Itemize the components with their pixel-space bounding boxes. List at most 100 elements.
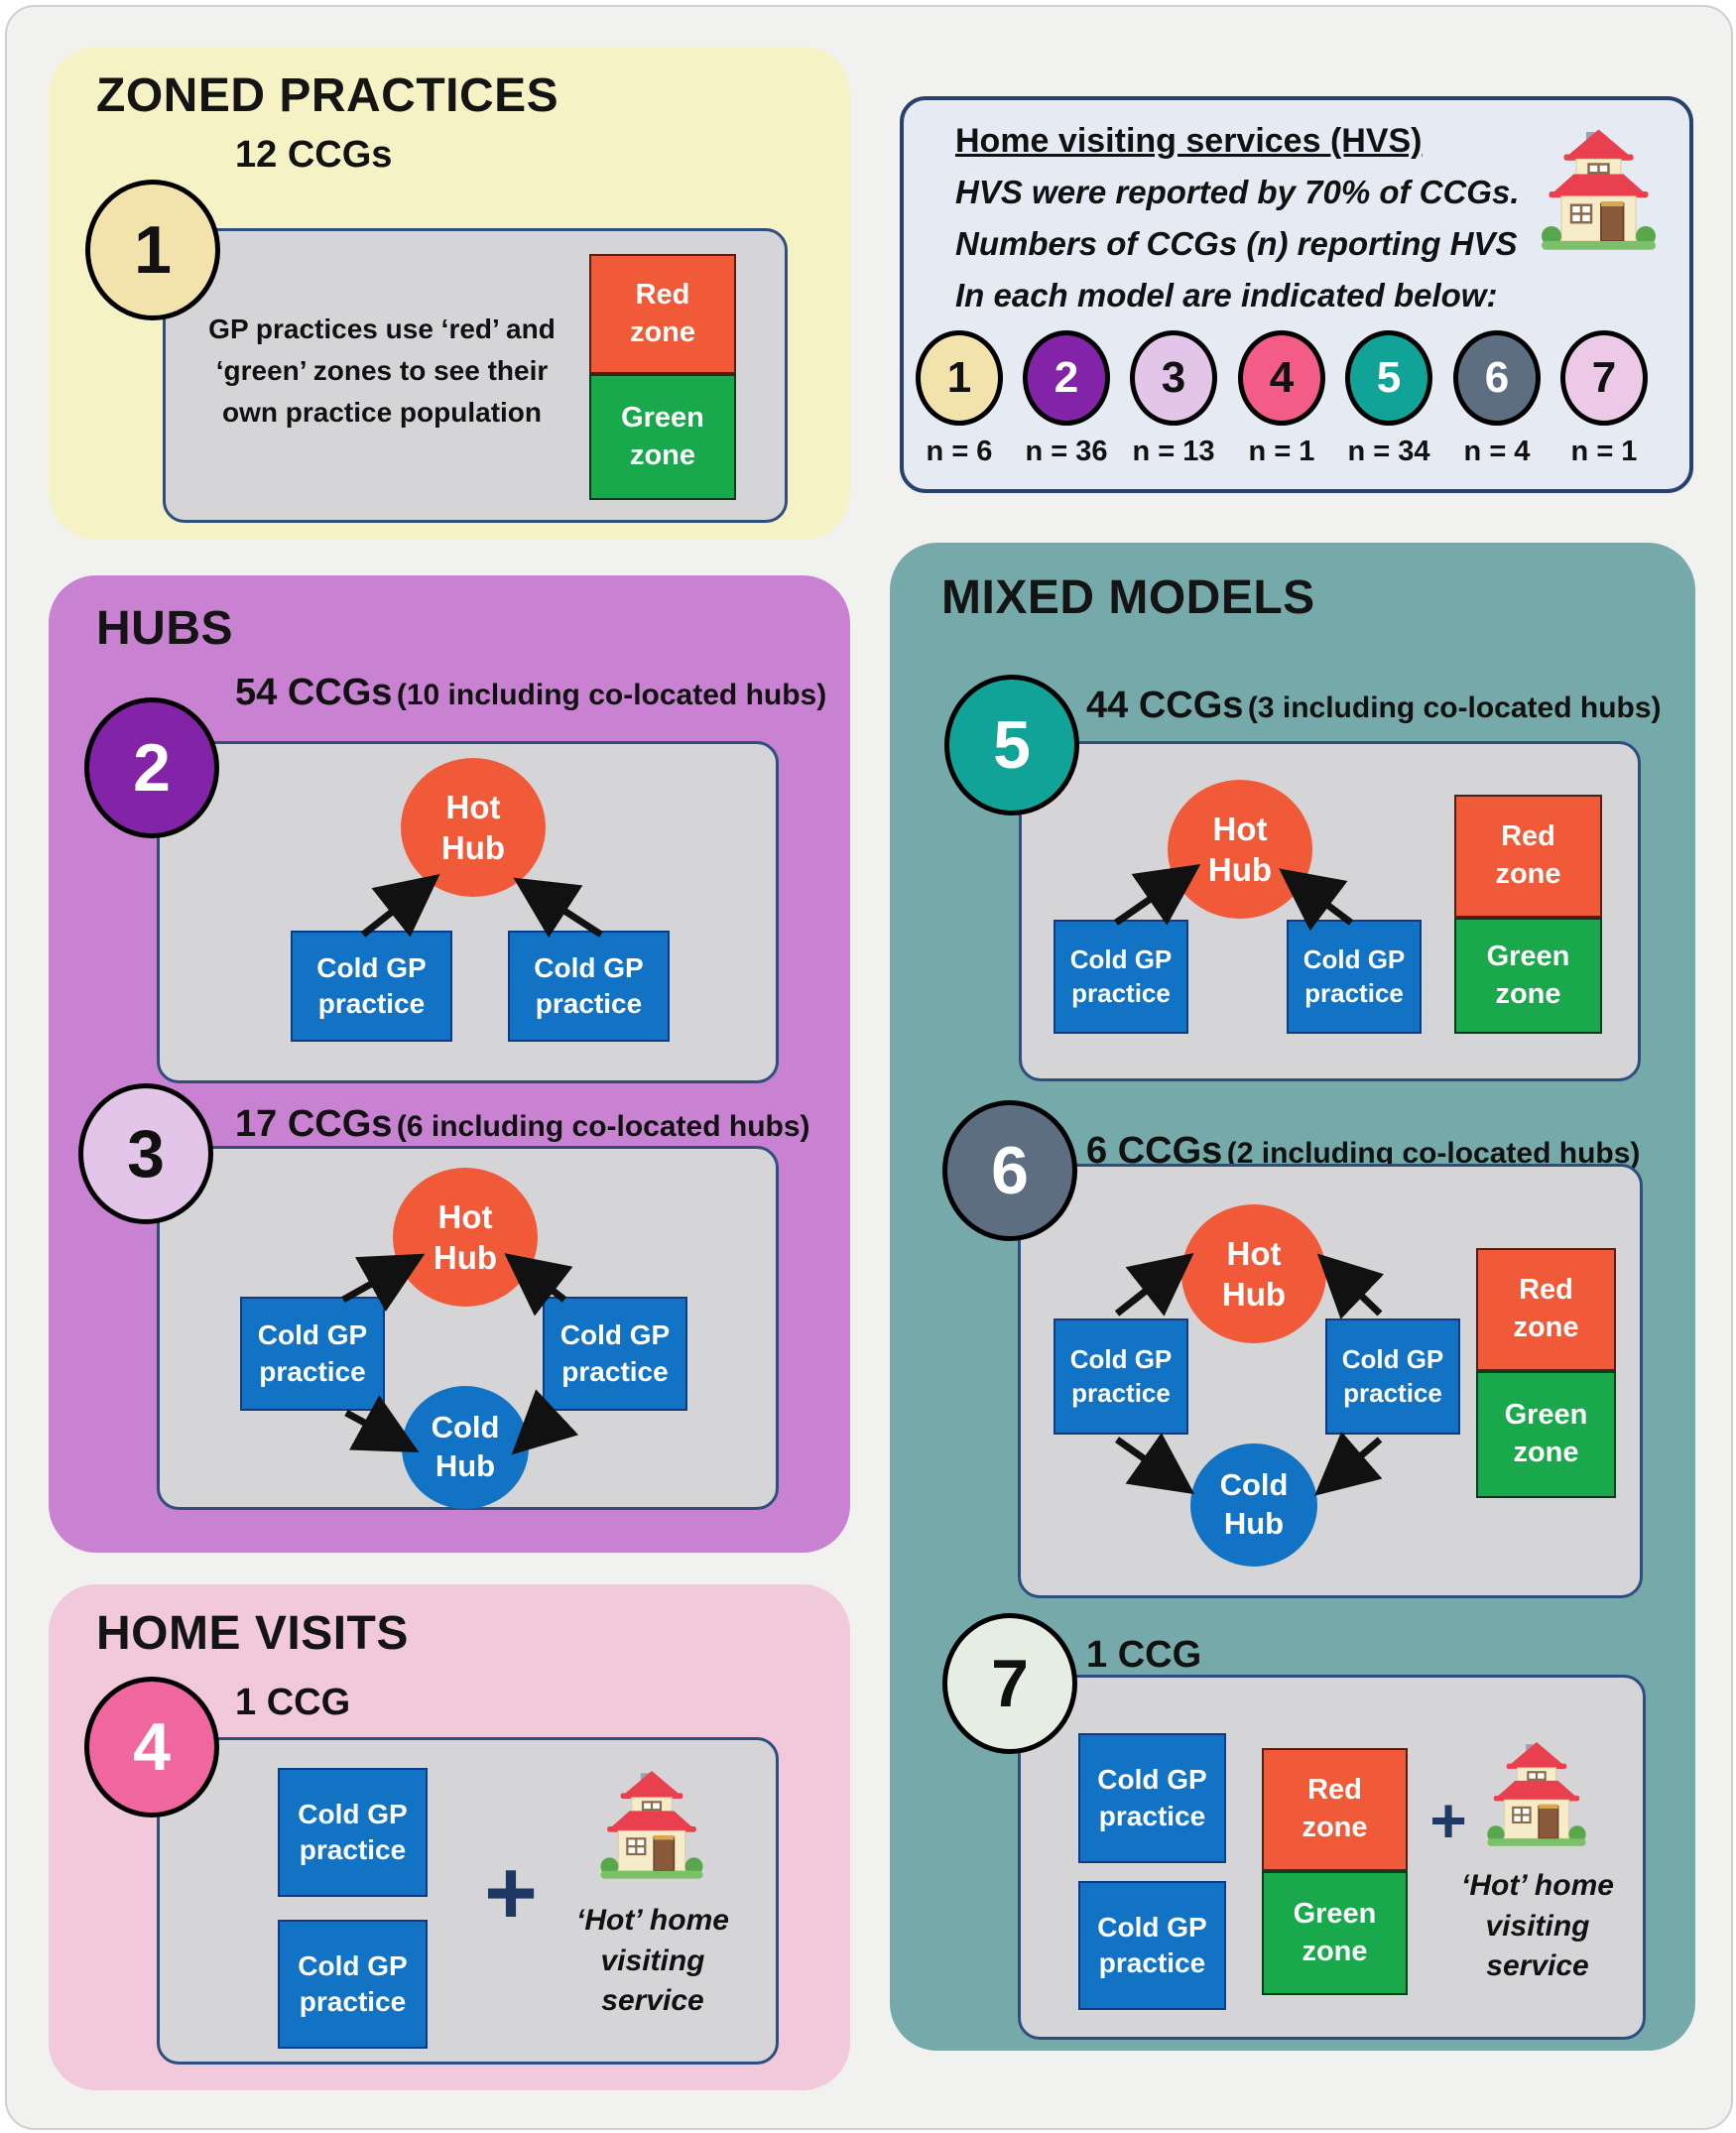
model-3-cold-gp-left-label: Cold GP practice	[257, 1319, 368, 1387]
legend-n-6: n = 4	[1463, 436, 1531, 467]
model-2-count-main: 54 CCGs	[235, 672, 393, 713]
model-5-cold-gp-left-label: Cold GP practice	[1069, 943, 1173, 1008]
model-5-green-zone-label: Green zone	[1486, 940, 1570, 1010]
model-6-green-zone: Green zone	[1476, 1371, 1616, 1498]
model-3-cold-gp-right-label: Cold GP practice	[559, 1319, 671, 1387]
background-frame: ZONED PRACTICES 12 CCGs 1 GP practices u…	[5, 5, 1733, 2130]
model-7-green-zone: Green zone	[1262, 1871, 1408, 1995]
model-4-service-label: ‘Hot’ home visiting service	[576, 1904, 729, 2017]
model-6-cold-hub-label: Cold Hub	[1219, 1467, 1289, 1541]
legend-n-3: n = 13	[1132, 436, 1215, 467]
model-6-cold-gp-left-label: Cold GP practice	[1069, 1343, 1173, 1408]
model-4-badge: 4	[84, 1677, 219, 1818]
legend-n-7: n = 1	[1570, 436, 1638, 467]
legend-circle-5: 5	[1345, 330, 1432, 426]
home-visits-title: HOME VISITS	[96, 1607, 409, 1660]
legend-circle-3: 3	[1130, 330, 1217, 426]
model-5-count: 44 CCGs (3 including co-located hubs)	[1086, 685, 1662, 727]
model-2-cold-gp-left: Cold GP practice	[291, 931, 452, 1042]
house-icon	[1486, 1740, 1587, 1847]
model-5-count-note: (3 including co-located hubs)	[1247, 691, 1662, 724]
model-5-hot-hub-label: Hot Hub	[1207, 810, 1273, 888]
model-4-plus-sign: +	[484, 1842, 538, 1944]
model-6-red-zone: Red zone	[1476, 1248, 1616, 1371]
green-zone-label: Green zone	[621, 401, 704, 471]
model-7-service-label: ‘Hot’ home visiting service	[1461, 1869, 1614, 1982]
house-icon	[599, 1769, 704, 1880]
model-3-cold-gp-right: Cold GP practice	[543, 1297, 687, 1411]
zoned-count: 12 CCGs	[235, 134, 392, 177]
model-7-cold-gp-top: Cold GP practice	[1078, 1733, 1226, 1863]
model-2-badge: 2	[84, 697, 219, 838]
model-4-cold-gp-bottom: Cold GP practice	[278, 1920, 428, 2049]
zoned-description: GP practices use ‘red’ and ‘green’ zones…	[208, 314, 556, 428]
model-5-badge: 5	[944, 675, 1079, 816]
model-7-green-zone-label: Green zone	[1293, 1897, 1377, 1967]
model-3-count-main: 17 CCGs	[235, 1103, 393, 1145]
model-6-cold-gp-left: Cold GP practice	[1054, 1318, 1188, 1435]
mixed-title: MIXED MODELS	[941, 571, 1315, 624]
model-3-cold-hub-label: Cold Hub	[431, 1410, 500, 1483]
panel-hubs: HUBS 54 CCGs (10 including co-located hu…	[49, 575, 850, 1553]
model-2-count: 54 CCGs (10 including co-located hubs)	[235, 672, 826, 714]
model-2-cold-gp-left-label: Cold GP practice	[316, 951, 427, 1019]
legend-circle-4: 4	[1238, 330, 1325, 426]
green-zone-box: Green zone	[589, 374, 736, 500]
model-7-cold-gp-top-label: Cold GP practice	[1097, 1764, 1207, 1831]
legend-circle-2: 2	[1023, 330, 1110, 426]
legend-circle-1: 1	[916, 330, 1003, 426]
model-7-red-zone: Red zone	[1262, 1748, 1408, 1871]
panel-home-visits: HOME VISITS 1 CCG 4 Cold GP practice Col…	[49, 1584, 850, 2090]
model-2-diagram-box: Hot Hub Cold GP practice Cold GP practic…	[157, 741, 779, 1083]
model-4-cold-gp-top-label: Cold GP practice	[298, 1798, 408, 1865]
model-4-count: 1 CCG	[235, 1682, 350, 1724]
hvs-line-3: In each model are indicated below:	[955, 277, 1498, 314]
legend-circle-6: 6	[1453, 330, 1541, 426]
model-7-count-main: 1 CCG	[1086, 1634, 1202, 1676]
model-2-cold-gp-right: Cold GP practice	[508, 931, 670, 1042]
model-7-red-zone-label: Red zone	[1302, 1774, 1368, 1843]
model-7-diagram-box: Cold GP practice Cold GP practice Red zo…	[1018, 1675, 1646, 2040]
model-6-cold-hub: Cold Hub	[1190, 1443, 1317, 1567]
legend-n-2: n = 36	[1025, 436, 1108, 467]
legend-n-1: n = 6	[926, 436, 993, 467]
model-7-cold-gp-bottom-label: Cold GP practice	[1097, 1911, 1207, 1978]
model-6-hot-hub: Hot Hub	[1181, 1204, 1326, 1343]
zoned-title: ZONED PRACTICES	[96, 69, 559, 122]
model-5-cold-gp-left: Cold GP practice	[1054, 920, 1188, 1034]
model-3-cold-hub: Cold Hub	[402, 1386, 529, 1509]
model-3-badge: 3	[78, 1083, 213, 1224]
model-2-cold-gp-right-label: Cold GP practice	[534, 951, 644, 1019]
hvs-line-1: HVS were reported by 70% of CCGs.	[955, 174, 1520, 210]
model-7-badge: 7	[942, 1613, 1077, 1754]
model-3-hot-hub-label: Hot Hub	[433, 1197, 498, 1276]
model-5-hot-hub: Hot Hub	[1168, 780, 1312, 919]
model-6-green-zone-label: Green zone	[1504, 1399, 1588, 1468]
legend-n-4: n = 1	[1248, 436, 1315, 467]
legend-n-5: n = 34	[1347, 436, 1430, 467]
model-3-count: 17 CCGs (6 including co-located hubs)	[235, 1103, 810, 1146]
panel-zoned-practices: ZONED PRACTICES 12 CCGs 1 GP practices u…	[49, 47, 850, 540]
model-7-count: 1 CCG	[1086, 1634, 1201, 1677]
model-7-plus-sign: +	[1429, 1785, 1467, 1856]
model-1-badge: 1	[85, 180, 220, 320]
house-icon	[1540, 128, 1658, 251]
zoned-diagram-box: GP practices use ‘red’ and ‘green’ zones…	[163, 228, 788, 523]
model-4-count-main: 1 CCG	[235, 1682, 351, 1723]
model-3-hot-hub: Hot Hub	[393, 1168, 538, 1307]
model-5-cold-gp-right-label: Cold GP practice	[1302, 943, 1406, 1008]
model-5-diagram-box: Hot Hub Cold GP practice Cold GP practic…	[1019, 741, 1641, 1081]
model-4-diagram-box: Cold GP practice Cold GP practice + ‘Hot…	[157, 1737, 779, 2065]
model-3-diagram-box: Hot Hub Cold GP practice Cold GP practic…	[157, 1146, 779, 1510]
model-2-count-note: (10 including co-located hubs)	[396, 679, 827, 711]
red-zone-label: Red zone	[629, 278, 696, 348]
model-4-cold-gp-bottom-label: Cold GP practice	[298, 1949, 408, 2017]
red-zone-box: Red zone	[589, 254, 736, 374]
model-5-red-zone: Red zone	[1454, 795, 1602, 918]
panel-mixed-models: MIXED MODELS 44 CCGs (3 including co-loc…	[890, 543, 1695, 2051]
model-6-cold-gp-right: Cold GP practice	[1325, 1318, 1460, 1435]
model-5-red-zone-label: Red zone	[1495, 820, 1561, 890]
hvs-line-2: Numbers of CCGs (n) reporting HVS	[955, 225, 1518, 262]
model-5-count-main: 44 CCGs	[1086, 685, 1244, 726]
